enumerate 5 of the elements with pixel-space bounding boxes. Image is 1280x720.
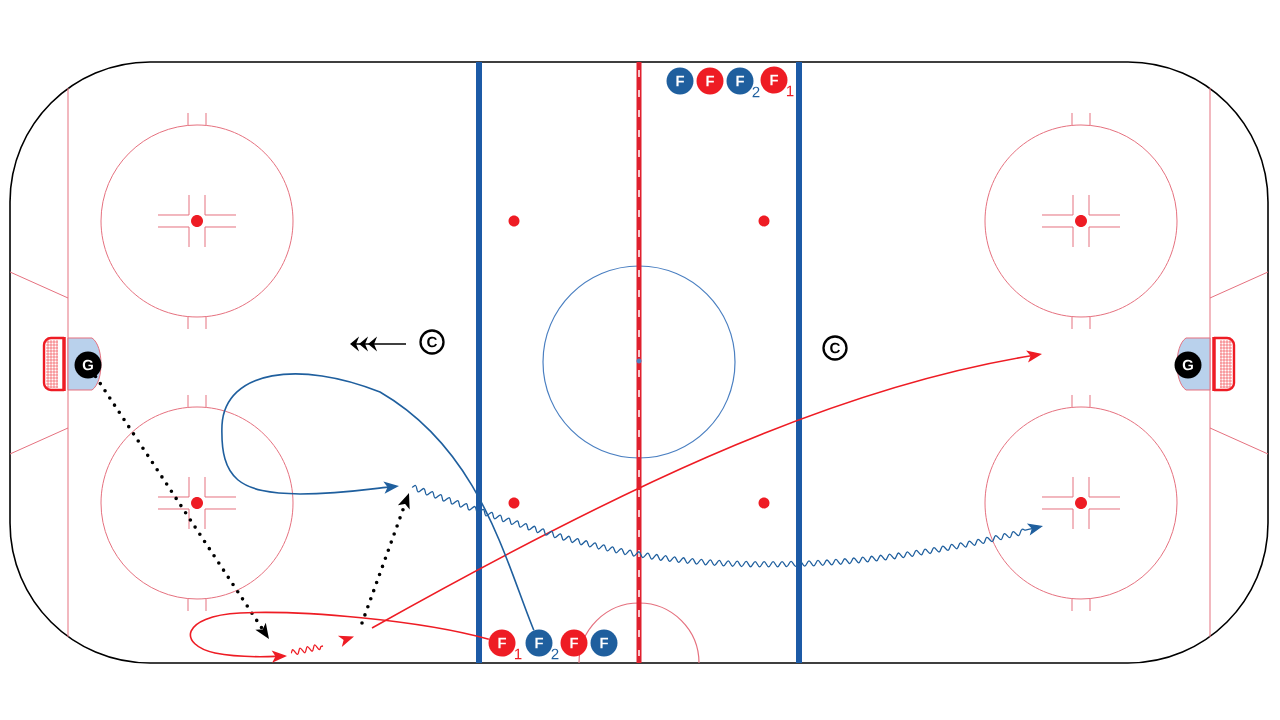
player-number: 1 xyxy=(787,85,794,97)
player-number: 1 xyxy=(515,648,522,660)
skating-path xyxy=(221,373,535,632)
player-number: 2 xyxy=(752,86,760,98)
player-number: 2 xyxy=(551,648,559,660)
